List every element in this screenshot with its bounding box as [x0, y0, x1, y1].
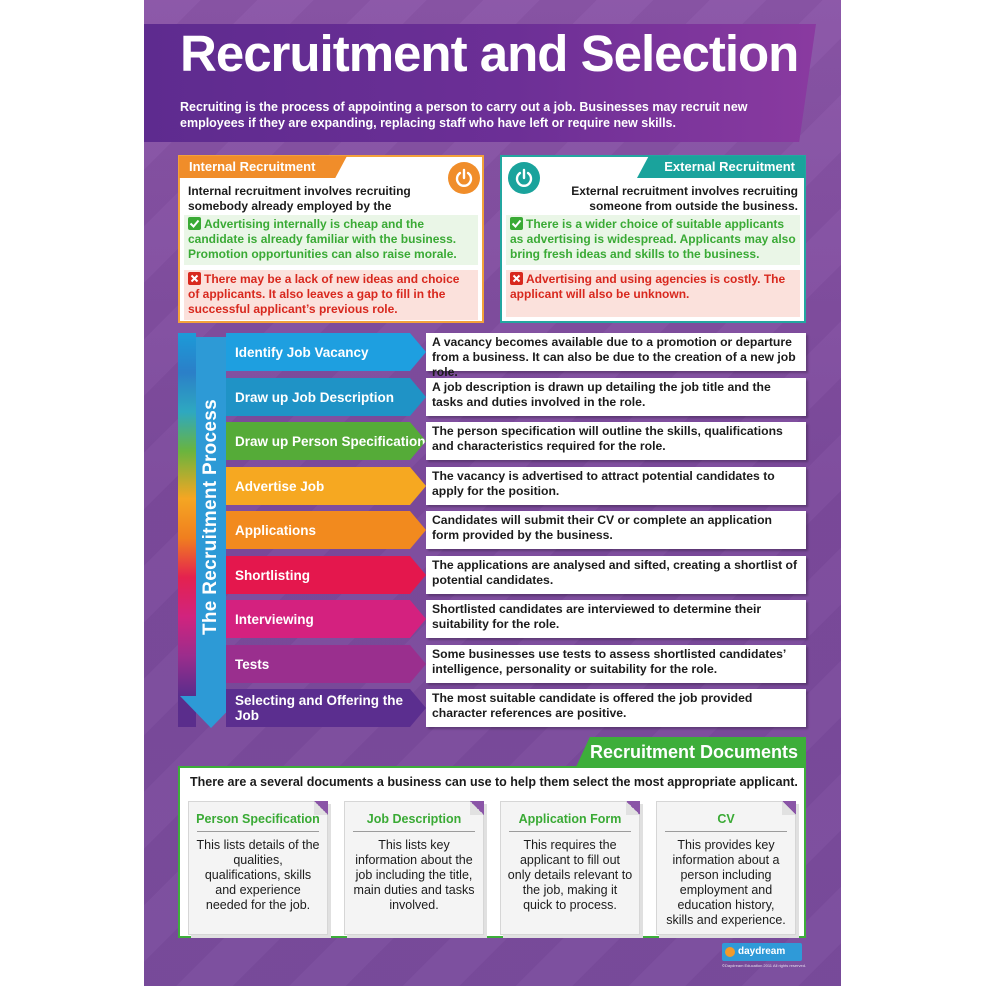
process-step: Draw up Person Specification The person …: [196, 422, 806, 460]
document-card: Application Form This requires the appli…: [500, 801, 640, 935]
process-step: Applications Candidates will submit thei…: [196, 511, 806, 549]
step-title: Applications: [226, 511, 426, 549]
documents-intro: There are a several documents a business…: [190, 775, 798, 789]
logo-icon: [725, 947, 735, 957]
step-title: Advertise Job: [226, 467, 426, 505]
logo-text: daydream: [738, 946, 786, 957]
process-step: Interviewing Shortlisted candidates are …: [196, 600, 806, 638]
document-body: This requires the applicant to fill out …: [507, 838, 633, 912]
external-recruitment-tab: External Recruitment: [637, 156, 805, 178]
process-step: Tests Some businesses use tests to asses…: [196, 645, 806, 683]
cross-icon: [188, 272, 201, 285]
step-description: Candidates will submit their CV or compl…: [426, 511, 806, 549]
step-title: Shortlisting: [226, 556, 426, 594]
internal-recruitment-panel: Internal Recruitment Internal recruitmen…: [178, 155, 484, 323]
internal-pro: Advertising internally is cheap and the …: [184, 215, 478, 265]
external-description: External recruitment involves recruiting…: [571, 184, 798, 213]
external-pro-text: There is a wider choice of suitable appl…: [510, 217, 796, 261]
process-arrow: [196, 337, 226, 699]
document-body: This lists details of the qualities, qua…: [196, 838, 320, 912]
documents-tab: Recruitment Documents: [576, 737, 806, 767]
check-icon: [510, 217, 523, 230]
intro-text: Recruiting is the process of appointing …: [180, 100, 748, 130]
document-card: CV This provides key information about a…: [656, 801, 796, 935]
step-description: The vacancy is advertised to attract pot…: [426, 467, 806, 505]
process-step: Identify Job Vacancy A vacancy becomes a…: [196, 333, 806, 379]
divider: [665, 831, 787, 832]
step-title: Interviewing: [226, 600, 426, 638]
step-description: The most suitable candidate is offered t…: [426, 689, 806, 727]
power-icon: [448, 162, 480, 194]
step-title: Identify Job Vacancy: [226, 333, 426, 371]
internal-recruitment-tab: Internal Recruitment: [179, 156, 347, 178]
document-card: Person Specification This lists details …: [188, 801, 328, 935]
daydream-logo: daydream: [722, 943, 802, 961]
divider: [509, 831, 631, 832]
document-card: Job Description This lists key informati…: [344, 801, 484, 935]
step-title: Draw up Person Specification: [226, 422, 426, 460]
document-title: CV: [717, 812, 735, 826]
step-description: Shortlisted candidates are interviewed t…: [426, 600, 806, 638]
internal-con: There may be a lack of new ideas and cho…: [184, 270, 478, 320]
poster: Recruitment and Selection Recruiting is …: [144, 0, 841, 986]
document-title: Job Description: [366, 812, 462, 826]
document-body: This provides key information about a pe…: [666, 838, 786, 927]
divider: [353, 831, 475, 832]
external-con-text: Advertising and using agencies is costly…: [510, 272, 786, 301]
document-title: Application Form: [518, 812, 622, 826]
process-step: Selecting and Offering the Job The most …: [196, 689, 806, 727]
step-description: A vacancy becomes available due to a pro…: [426, 333, 806, 379]
external-pro: There is a wider choice of suitable appl…: [506, 215, 800, 265]
page-title: Recruitment and Selection: [180, 25, 799, 82]
step-description: The applications are analysed and sifted…: [426, 556, 806, 594]
document-body: This lists key information about the job…: [353, 838, 475, 912]
internal-con-text: There may be a lack of new ideas and cho…: [188, 272, 460, 316]
internal-pro-text: Advertising internally is cheap and the …: [188, 217, 457, 261]
process-step: Advertise Job The vacancy is advertised …: [196, 467, 806, 505]
process-step: Shortlisting The applications are analys…: [196, 556, 806, 594]
power-icon: [508, 162, 540, 194]
step-description: A job description is drawn up detailing …: [426, 378, 806, 416]
document-title: Person Specification: [196, 812, 320, 826]
step-title: Selecting and Offering the Job: [226, 689, 426, 727]
divider: [197, 831, 319, 832]
process-step: Draw up Job Description A job descriptio…: [196, 378, 806, 416]
header-banner: [144, 24, 816, 142]
copyright-text: ©Daydream Education 2011 All rights rese…: [722, 963, 807, 968]
check-icon: [188, 217, 201, 230]
process-color-bar: [178, 333, 196, 727]
step-title: Tests: [226, 645, 426, 683]
external-con: Advertising and using agencies is costly…: [506, 270, 800, 317]
documents-panel: There are a several documents a business…: [178, 766, 806, 938]
step-title: Draw up Job Description: [226, 378, 426, 416]
step-description: The person specification will outline th…: [426, 422, 806, 460]
external-recruitment-panel: External Recruitment External recruitmen…: [500, 155, 806, 323]
step-description: Some businesses use tests to assess shor…: [426, 645, 806, 683]
cross-icon: [510, 272, 523, 285]
